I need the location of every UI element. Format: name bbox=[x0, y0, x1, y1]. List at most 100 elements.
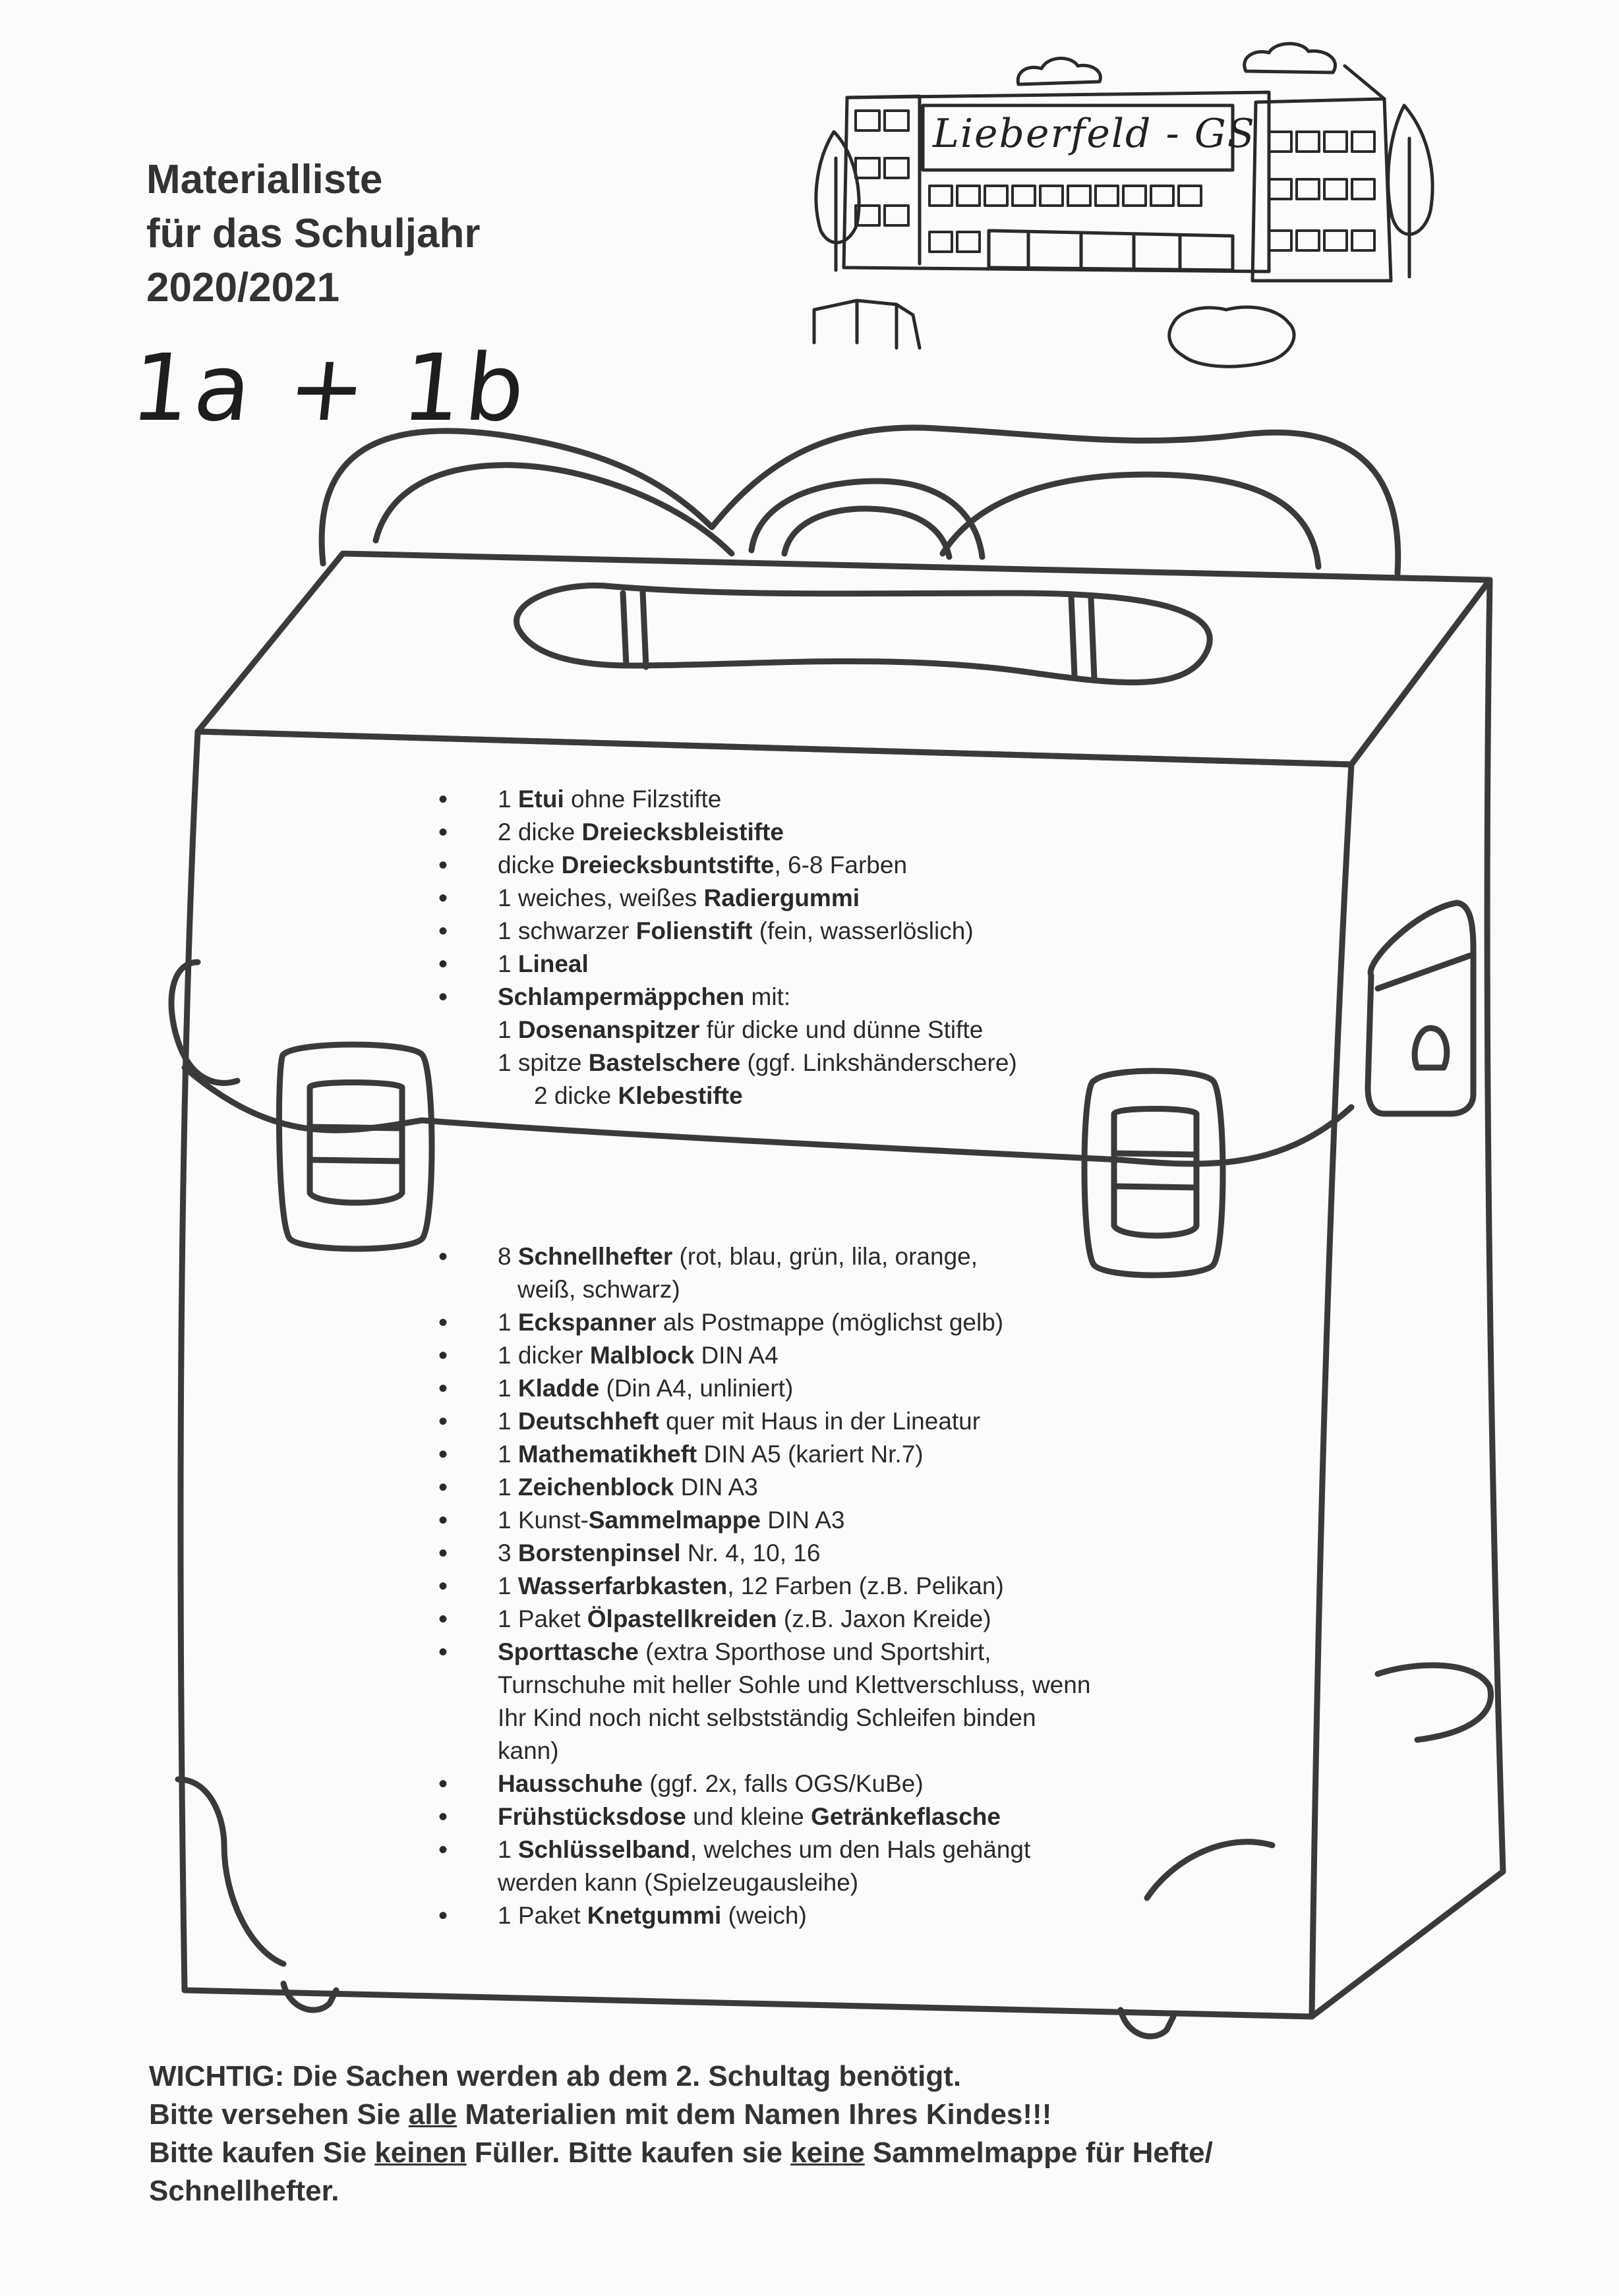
item-text: DIN A3 bbox=[674, 1474, 758, 1501]
list-item: 1 spitze Bastelschere (ggf. Linkshänders… bbox=[438, 1047, 1017, 1079]
item-continuation: kann) bbox=[498, 1737, 559, 1764]
item-text: 8 bbox=[498, 1243, 518, 1270]
item-continuation: weiß, schwarz) bbox=[517, 1276, 680, 1303]
list-item: 1 Paket Knetgummi (weich) bbox=[438, 1899, 1090, 1932]
list-item: 1 dicker Malblock DIN A4 bbox=[438, 1339, 1090, 1372]
item-keyword: Mathematikheft bbox=[517, 1441, 697, 1468]
item-text: und kleine bbox=[686, 1803, 811, 1830]
item-keyword: Deutschheft bbox=[517, 1408, 659, 1435]
item-text: als Postmappe (möglichst gelb) bbox=[656, 1309, 1004, 1336]
item-text: quer mit Haus in der Lineatur bbox=[659, 1408, 981, 1435]
item-continuation: Ihr Kind noch nicht selbstständig Schlei… bbox=[498, 1704, 1036, 1731]
item-text: (Din A4, unliniert) bbox=[599, 1375, 794, 1402]
list-item: 1 Wasserfarbkasten, 12 Farben (z.B. Peli… bbox=[438, 1570, 1090, 1603]
item-text: 1 weiches, weißes bbox=[498, 884, 704, 911]
title-line: Materialliste bbox=[146, 157, 383, 202]
item-text: (ggf. Linkshänderschere) bbox=[740, 1049, 1017, 1076]
item-text: 1 bbox=[498, 1474, 518, 1501]
list-item: 8 Schnellhefter (rot, blau, grün, lila, … bbox=[438, 1240, 1090, 1306]
item-keyword: Malblock bbox=[589, 1342, 695, 1369]
item-text: 1 Paket bbox=[498, 1902, 587, 1929]
item-text: DIN A3 bbox=[760, 1507, 845, 1534]
item-text: ohne Filzstifte bbox=[564, 786, 722, 813]
item-text: DIN A5 (kariert Nr.7) bbox=[697, 1441, 924, 1468]
item-keyword: Dreiecksbleistifte bbox=[581, 818, 784, 846]
item-keyword: Etui bbox=[517, 786, 564, 813]
item-text: 3 bbox=[498, 1539, 518, 1566]
item-keyword: Radiergummi bbox=[703, 884, 860, 911]
notice-underlined: keine bbox=[790, 2137, 865, 2169]
title-line: für das Schuljahr bbox=[146, 211, 481, 256]
item-keyword: Dosenanspitzer bbox=[517, 1016, 700, 1043]
item-text: Nr. 4, 10, 16 bbox=[680, 1539, 821, 1566]
list-item: 1 Mathematikheft DIN A5 (kariert Nr.7) bbox=[438, 1438, 1090, 1471]
item-keyword: Klebestifte bbox=[618, 1082, 743, 1109]
item-text: mit: bbox=[744, 983, 791, 1010]
item-text: 1 bbox=[498, 1375, 518, 1402]
item-keyword: Bastelschere bbox=[588, 1049, 741, 1076]
item-text: (fein, wasserlöslich) bbox=[752, 917, 974, 944]
list-item: Frühstücksdose und kleine Getränkeflasch… bbox=[438, 1800, 1090, 1833]
item-text: (rot, blau, grün, lila, orange, bbox=[672, 1243, 978, 1270]
list-item: Sporttasche (extra Sporthose und Sportsh… bbox=[438, 1636, 1090, 1767]
item-text: 1 bbox=[498, 1309, 518, 1336]
item-keyword: Schlüsselband bbox=[517, 1836, 690, 1863]
item-keyword: Getränkeflasche bbox=[811, 1803, 1001, 1830]
notice-text: Materialien mit dem Namen Ihres Kindes!!… bbox=[457, 2098, 1052, 2131]
material-list-pencil-case: 1 Etui ohne Filzstifte 2 dicke Dreiecksbl… bbox=[438, 783, 1017, 1112]
material-list-school-bag: 8 Schnellhefter (rot, blau, grün, lila, … bbox=[438, 1240, 1090, 1932]
item-text: 1 bbox=[498, 1441, 518, 1468]
item-keyword: Kladde bbox=[517, 1375, 600, 1402]
item-keyword: Sammelmappe bbox=[588, 1507, 761, 1534]
notice-line-2: Bitte versehen Sie alle Materialien mit … bbox=[149, 2096, 1533, 2134]
document-title: Materialliste für das Schuljahr 2020/202… bbox=[146, 153, 674, 315]
item-text: 1 bbox=[498, 1572, 518, 1599]
item-keyword: Wasserfarbkasten bbox=[517, 1572, 728, 1599]
list-item: 3 Borstenpinsel Nr. 4, 10, 16 bbox=[438, 1537, 1090, 1570]
item-keyword: Schnellhefter bbox=[517, 1243, 673, 1270]
title-line: 2020/2021 bbox=[146, 265, 340, 310]
item-keyword: Hausschuhe bbox=[498, 1770, 643, 1797]
list-item: 1 Schlüsselband, welches um den Hals geh… bbox=[438, 1833, 1090, 1899]
item-text: 1 bbox=[498, 1016, 518, 1043]
item-text: (z.B. Jaxon Kreide) bbox=[777, 1605, 991, 1632]
item-keyword: Lineal bbox=[517, 950, 589, 977]
list-item: 1 Kladde (Din A4, unliniert) bbox=[438, 1372, 1090, 1405]
item-text: 2 dicke bbox=[498, 818, 582, 846]
item-text: 1 Kunst- bbox=[498, 1507, 589, 1534]
item-continuation: Turnschuhe mit heller Sohle und Klettver… bbox=[498, 1671, 1091, 1698]
notice-line-1: WICHTIG: Die Sachen werden ab dem 2. Sch… bbox=[149, 2060, 962, 2092]
item-continuation: werden kann (Spielzeugausleihe) bbox=[498, 1869, 859, 1896]
notice-underlined: keinen bbox=[374, 2137, 467, 2169]
notice-text: Bitte kaufen Sie bbox=[149, 2137, 375, 2169]
item-keyword: Frühstücksdose bbox=[498, 1803, 686, 1830]
item-keyword: Knetgummi bbox=[587, 1902, 722, 1929]
item-keyword: Schlampermäppchen bbox=[498, 983, 745, 1010]
item-text: 1 bbox=[498, 1836, 518, 1863]
item-text: 1 dicker bbox=[498, 1342, 590, 1369]
list-item: 1 Paket Ölpastellkreiden (z.B. Jaxon Kre… bbox=[438, 1603, 1090, 1636]
list-item: Schlampermäppchen mit: bbox=[438, 981, 1017, 1014]
item-text: 1 bbox=[498, 950, 518, 977]
item-text: DIN A4 bbox=[694, 1342, 779, 1369]
item-keyword: Borstenpinsel bbox=[517, 1539, 681, 1566]
list-item: 1 Kunst-Sammelmappe DIN A3 bbox=[438, 1504, 1090, 1537]
item-keyword: Folienstift bbox=[635, 917, 753, 944]
list-item: 2 dicke Klebestifte bbox=[438, 1079, 1017, 1112]
list-item: 1 Dosenanspitzer für dicke und dünne Sti… bbox=[438, 1014, 1017, 1047]
item-text: 1 Paket bbox=[498, 1605, 587, 1632]
notice-text: Bitte versehen Sie bbox=[149, 2098, 409, 2131]
item-text: , 12 Farben (z.B. Pelikan) bbox=[727, 1572, 1004, 1599]
item-keyword: Sporttasche bbox=[498, 1638, 639, 1665]
notice-line-3: Bitte kaufen Sie keinen Füller. Bitte ka… bbox=[149, 2134, 1533, 2172]
item-text: 1 schwarzer bbox=[498, 917, 636, 944]
item-text: , 6-8 Farben bbox=[774, 851, 908, 878]
item-text: 1 bbox=[498, 1408, 518, 1435]
list-item: Hausschuhe (ggf. 2x, falls OGS/KuBe) bbox=[438, 1767, 1090, 1800]
item-keyword: Zeichenblock bbox=[517, 1474, 674, 1501]
item-text: 2 dicke bbox=[534, 1082, 618, 1109]
list-item: 1 schwarzer Folienstift (fein, wasserlös… bbox=[438, 915, 1017, 948]
notice-text: Sammelmappe für Hefte/ bbox=[864, 2137, 1213, 2169]
item-text: 1 spitze bbox=[498, 1049, 589, 1076]
